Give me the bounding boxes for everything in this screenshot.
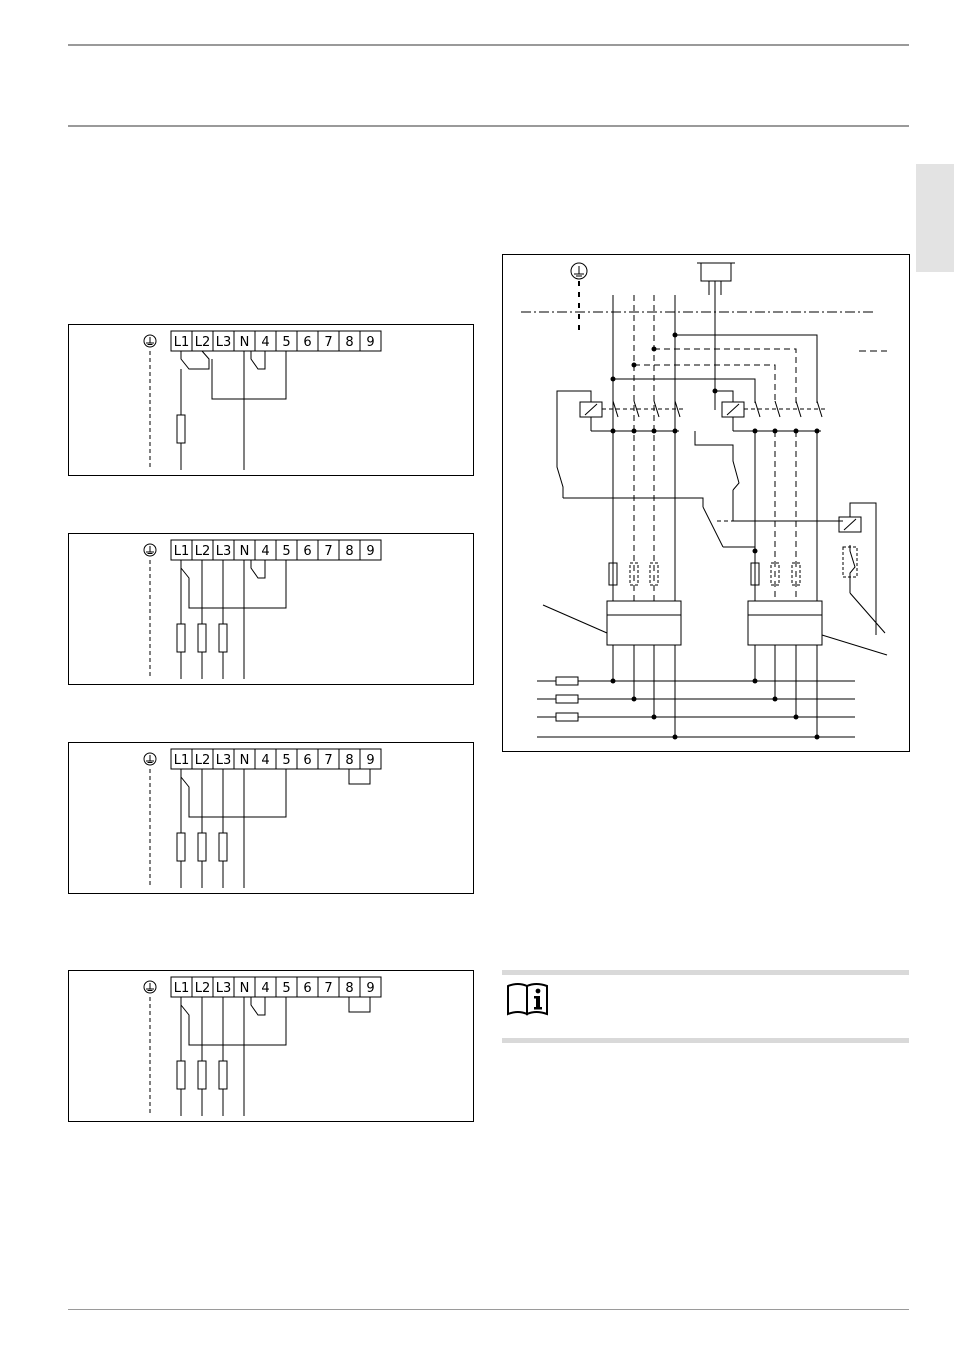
terminal-label: 6 — [303, 544, 311, 559]
terminal-label: 7 — [324, 981, 332, 996]
wiring — [150, 560, 286, 679]
terminal-label: 7 — [324, 753, 332, 768]
terminal-label: 4 — [261, 981, 269, 996]
terminal-label: 6 — [303, 981, 311, 996]
info-book-icon — [505, 981, 551, 1017]
terminal-strip: L1 L2 L3 N 4 5 6 7 8 9 — [171, 977, 381, 997]
terminal-label: 4 — [261, 335, 269, 350]
earth-icon — [144, 335, 156, 347]
terminal-label: L1 — [174, 981, 190, 996]
terminal-label: 9 — [366, 544, 374, 559]
terminal-label: 8 — [345, 544, 353, 559]
terminal-label: 4 — [261, 544, 269, 559]
terminal-label: N — [240, 753, 250, 768]
terminal-label: L3 — [216, 981, 232, 996]
wiring-diagram-4-drawing: L1 L2 L3 N 4 5 6 7 8 9 — [69, 971, 473, 1121]
terminal-label: L3 — [216, 335, 232, 350]
terminal-label: L1 — [174, 544, 190, 559]
terminal-strip: L1 L2 L3 N 4 5 6 7 8 9 — [171, 540, 381, 560]
wiring-diagram-1: L1 L2 L3 N 4 5 6 7 8 9 — [68, 324, 474, 476]
wiring — [150, 997, 370, 1116]
note-bar-top — [502, 970, 909, 975]
earth-icon — [144, 981, 156, 993]
header-rule-top — [68, 44, 909, 46]
earth-icon — [571, 263, 587, 279]
circuit-schematic — [502, 254, 910, 752]
terminal-label: 9 — [366, 753, 374, 768]
terminal-label: N — [240, 981, 250, 996]
terminal-label: L3 — [216, 544, 232, 559]
terminal-label: 5 — [282, 981, 290, 996]
wiring-diagram-2-drawing: L1 L2 L3 N 4 5 6 7 8 9 — [69, 534, 473, 684]
terminal-label: 7 — [324, 544, 332, 559]
terminal-label: 6 — [303, 753, 311, 768]
terminal-label: 8 — [345, 335, 353, 350]
earth-icon — [144, 544, 156, 556]
circuit-schematic-drawing — [503, 255, 909, 751]
terminal-label: 7 — [324, 335, 332, 350]
wiring — [150, 351, 286, 470]
terminal-strip: L1 L2 L3 N 4 5 6 7 8 9 — [171, 331, 381, 351]
terminal-label: 8 — [345, 981, 353, 996]
terminal-label: L1 — [174, 753, 190, 768]
terminal-label: 5 — [282, 335, 290, 350]
terminal-label: 9 — [366, 335, 374, 350]
wiring — [150, 769, 370, 888]
wiring-diagram-3: L1 L2 L3 N 4 5 6 7 8 9 — [68, 742, 474, 894]
wiring-diagram-1-drawing: L1 L2 L3 N 4 5 6 7 8 9 — [69, 325, 473, 475]
terminal-label: L2 — [195, 544, 211, 559]
note-bar-bottom — [502, 1038, 909, 1043]
footer-rule — [68, 1309, 909, 1310]
terminal-label: N — [240, 544, 250, 559]
terminal-label: L2 — [195, 753, 211, 768]
terminal-label: 5 — [282, 544, 290, 559]
header-rule-bottom — [68, 125, 909, 127]
terminal-label: 5 — [282, 753, 290, 768]
wiring-diagram-2: L1 L2 L3 N 4 5 6 7 8 9 — [68, 533, 474, 685]
terminal-label: 8 — [345, 753, 353, 768]
terminal-label: L3 — [216, 753, 232, 768]
side-tab — [916, 164, 954, 272]
terminal-label: N — [240, 335, 250, 350]
wiring-diagram-3-drawing: L1 L2 L3 N 4 5 6 7 8 9 — [69, 743, 473, 893]
terminal-label: L2 — [195, 335, 211, 350]
control-unit-box — [697, 263, 735, 295]
terminal-label: L1 — [174, 335, 190, 350]
terminal-label: 6 — [303, 335, 311, 350]
terminal-label: 4 — [261, 753, 269, 768]
wiring-diagram-4: L1 L2 L3 N 4 5 6 7 8 9 — [68, 970, 474, 1122]
terminal-label: 9 — [366, 981, 374, 996]
terminal-strip: L1 L2 L3 N 4 5 6 7 8 9 — [171, 749, 381, 769]
terminal-label: L2 — [195, 981, 211, 996]
earth-icon — [144, 753, 156, 765]
